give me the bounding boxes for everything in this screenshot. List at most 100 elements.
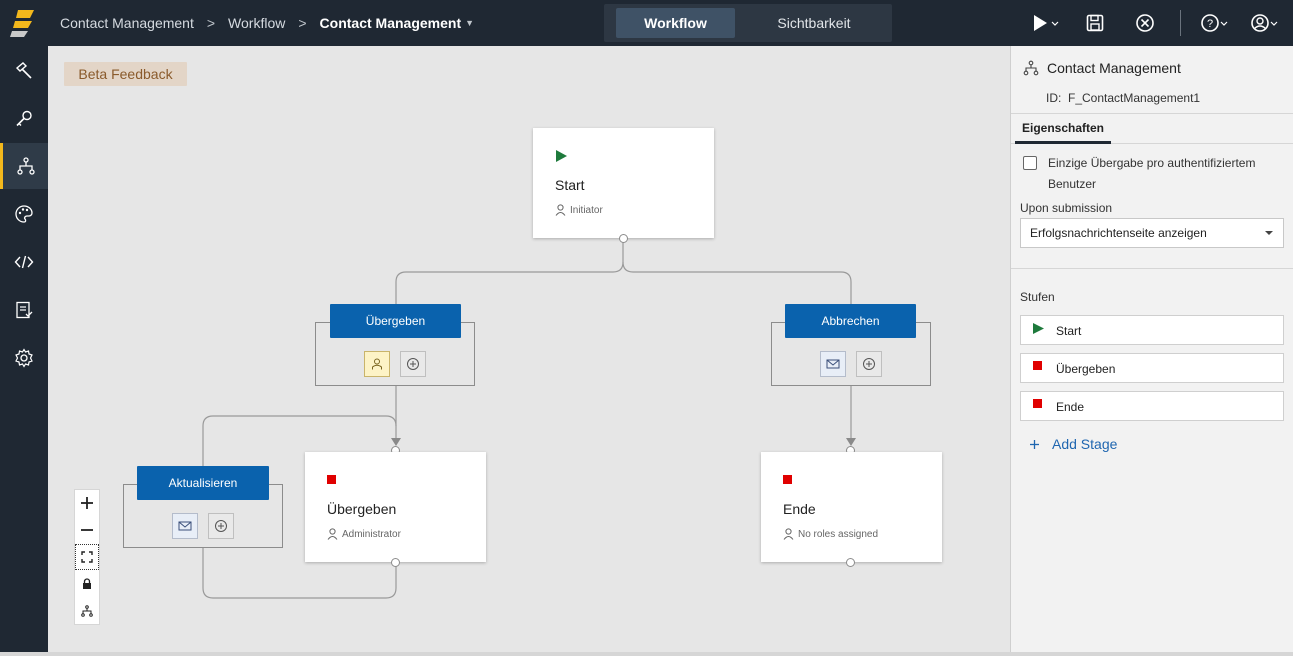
workflow-icon [16,157,35,175]
assign-role-button[interactable] [364,351,390,377]
hammer-icon [15,62,32,79]
zoom-controls [74,489,100,625]
panel-title: Contact Management [1047,60,1181,76]
email-action-button[interactable] [820,351,846,377]
nav-design[interactable] [0,48,48,94]
add-stage-button[interactable]: Add Stage [1029,436,1117,452]
connector-lines [202,238,856,599]
upon-submission-select[interactable]: Erfolgsnachrichtenseite anzeigen [1020,218,1284,248]
mail-icon [178,521,192,531]
person-icon [783,528,794,540]
stage-card-end[interactable]: Ende No roles assigned [761,452,942,562]
breadcrumb-app[interactable]: Contact Management [60,15,194,31]
connector-handle[interactable] [619,234,628,243]
palette-icon [15,205,33,223]
add-action-button[interactable] [856,351,882,377]
breadcrumb: Contact Management > Workflow > Contact … [60,0,474,46]
stage-role: No roles assigned [783,528,878,540]
close-button[interactable] [1135,11,1155,35]
auto-layout-button[interactable] [75,598,99,624]
save-icon [1086,14,1104,32]
nav-workflow[interactable] [0,143,48,189]
workflow-id: ID: F_ContactManagement1 [1046,91,1200,105]
play-icon [1034,15,1059,31]
nav-settings-key[interactable] [0,96,48,142]
code-icon [14,255,34,269]
gear-icon [15,348,33,368]
stage-item-label: Start [1056,324,1082,338]
tab-eigenschaften[interactable]: Eigenschaften [1015,114,1111,144]
workflow-canvas[interactable]: Beta Feedback Start Initiator Übergeben [48,46,1010,652]
minus-icon [81,529,93,531]
play-icon [1033,323,1044,334]
stage-title: Start [555,177,585,193]
stop-square-icon [783,475,792,484]
email-action-button[interactable] [172,513,198,539]
add-stage-label: Add Stage [1052,436,1118,452]
zoom-in-button[interactable] [75,490,99,516]
plus-circle-icon [863,358,875,370]
nav-entries[interactable] [0,287,48,333]
stage-role-label: No roles assigned [798,528,879,540]
fit-screen-icon [81,551,93,563]
user-menu-button[interactable] [1250,11,1282,35]
stage-item-end[interactable]: Ende [1020,391,1284,421]
lock-view-button[interactable] [75,571,99,597]
panel-tabs: Eigenschaften [1011,113,1293,144]
panel-divider [1011,268,1293,269]
bottom-border [0,652,1293,656]
action-submit-button[interactable]: Übergeben [330,304,461,338]
stop-square-icon [1033,399,1042,408]
stage-item-start[interactable]: Start [1020,315,1284,345]
stage-title: Übergeben [327,501,397,517]
single-submission-checkbox[interactable] [1023,156,1037,170]
tab-workflow[interactable]: Workflow [616,8,735,38]
left-nav [0,46,48,656]
action-cancel-button[interactable]: Abbrechen [785,304,916,338]
list-check-icon [16,301,33,319]
select-value: Erfolgsnachrichtenseite anzeigen [1030,226,1207,240]
fit-view-button[interactable] [75,544,99,570]
stage-card-submit[interactable]: Übergeben Administrator [305,452,486,562]
chevron-down-icon[interactable]: ▼ [465,18,475,28]
id-label: ID: [1046,91,1062,105]
stage-item-submit[interactable]: Übergeben [1020,353,1284,383]
tab-sichtbarkeit[interactable]: Sichtbarkeit [777,15,851,31]
stage-card-start[interactable]: Start Initiator [533,128,714,238]
stop-square-icon [1033,361,1042,370]
save-button[interactable] [1085,11,1105,35]
add-action-button[interactable] [208,513,234,539]
person-icon [555,204,566,216]
stage-role-label: Initiator [570,204,603,216]
breadcrumb-current[interactable]: Contact Management [319,15,462,31]
nav-code[interactable] [0,239,48,285]
help-icon: ? [1201,14,1228,32]
beta-feedback-button[interactable]: Beta Feedback [64,62,187,86]
app-logo-icon[interactable] [10,8,38,38]
connector-handle[interactable] [391,558,400,567]
chevron-right-icon: > [206,15,216,31]
nav-theme[interactable] [0,191,48,237]
properties-panel: Contact Management ID: F_ContactManageme… [1010,46,1293,652]
breadcrumb-workflow[interactable]: Workflow [228,15,286,31]
plus-circle-icon [407,358,419,370]
plus-circle-icon [215,520,227,532]
add-action-button[interactable] [400,351,426,377]
connector-handle[interactable] [846,558,855,567]
toolbar-divider [1180,10,1181,36]
top-bar: Contact Management > Workflow > Contact … [0,0,1293,46]
zoom-out-button[interactable] [75,517,99,543]
key-icon [16,110,32,127]
stop-square-icon [327,475,336,484]
svg-text:?: ? [1207,18,1213,30]
play-icon [556,150,567,162]
workflow-icon [81,605,93,617]
mail-icon [826,359,840,369]
nav-gear[interactable] [0,335,48,381]
action-update-button[interactable]: Aktualisieren [137,466,269,500]
person-icon [327,528,338,540]
stage-title: Ende [783,501,816,517]
help-button[interactable]: ? [1200,11,1232,35]
chevron-down-icon [1265,231,1273,235]
run-button[interactable] [1031,11,1061,35]
